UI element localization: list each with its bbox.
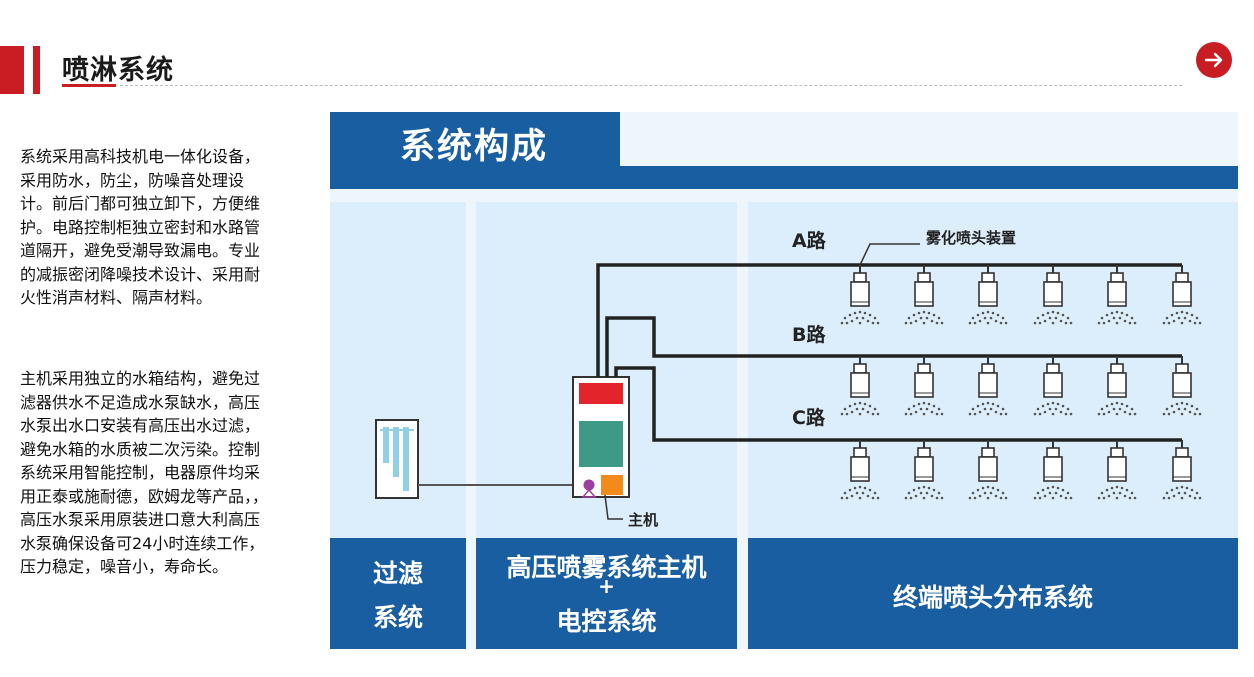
filter-unit — [375, 419, 419, 499]
terminal-system-label: 终端喷头分布系统 — [748, 538, 1238, 649]
host-unit — [572, 376, 630, 498]
nozzle-device-label: 雾化喷头装置 — [925, 229, 1016, 247]
nozzle — [1097, 440, 1137, 500]
host-tank-block — [579, 421, 623, 467]
nozzle — [968, 356, 1008, 416]
arrow-right-icon — [1204, 52, 1223, 68]
title-accent-bar — [0, 46, 24, 94]
host-label-line3: 电控系统 — [556, 607, 657, 636]
nozzle — [904, 440, 944, 500]
host-control-block — [579, 383, 623, 404]
title-underline — [62, 84, 116, 87]
nozzle — [1097, 356, 1137, 416]
nozzle — [1033, 440, 1073, 500]
host-system-label: 高压喷雾系统主机 + 电控系统 — [476, 538, 737, 649]
terminal-label-line: 终端喷头分布系统 — [892, 583, 1093, 612]
nozzle — [1033, 265, 1073, 325]
host-pump-block — [601, 475, 623, 495]
nozzle — [904, 265, 944, 325]
nozzle — [840, 265, 880, 325]
nozzle-array — [840, 265, 1202, 500]
nozzle — [1033, 356, 1073, 416]
filter-label-line2: 系统 — [372, 603, 423, 632]
diagram-header-bar — [330, 166, 1238, 189]
route-b-label: B路 — [792, 323, 826, 346]
header-divider — [120, 85, 1182, 86]
host-label-line1: 高压喷雾系统主机 — [506, 553, 707, 582]
route-c-label: C路 — [792, 406, 826, 429]
description-paragraph: 系统采用高科技机电一体化设备，采用防水，防尘，防噪音处理设计。前后门都可独立卸下… — [20, 147, 261, 307]
nozzle — [1162, 265, 1202, 325]
nozzle — [1097, 265, 1137, 325]
filter-label-line1: 过滤 — [372, 559, 423, 588]
route-pipes — [596, 263, 1182, 442]
filter-system-label: 过滤 系统 — [330, 538, 466, 649]
nozzle — [840, 356, 880, 416]
page-title: 喷淋系统 — [62, 55, 174, 86]
nozzle — [1162, 356, 1202, 416]
route-a-label: A路 — [792, 229, 827, 252]
diagram-drawing: 主机 A路 B路 C路 雾化喷头装置 — [375, 229, 1202, 529]
nozzle — [904, 356, 944, 416]
title-accent-bar-thin — [33, 46, 40, 94]
nozzle — [840, 440, 880, 500]
host-label-plus: + — [598, 574, 615, 598]
host-description-paragraph: 主机采用独立的水箱结构，避免过滤器供水不足造成水泵缺水，高压水泵出水口安装有高压… — [20, 369, 269, 576]
pump-icon — [583, 479, 595, 491]
nozzle — [1162, 440, 1202, 500]
system-composition-diagram: 系统构成 主机 — [330, 112, 1238, 649]
diagram-header: 系统构成 — [330, 112, 620, 167]
next-button[interactable] — [1196, 42, 1232, 78]
diagram-title: 系统构成 — [400, 127, 549, 167]
nozzle — [968, 265, 1008, 325]
nozzle — [968, 440, 1008, 500]
host-label: 主机 — [628, 511, 658, 529]
